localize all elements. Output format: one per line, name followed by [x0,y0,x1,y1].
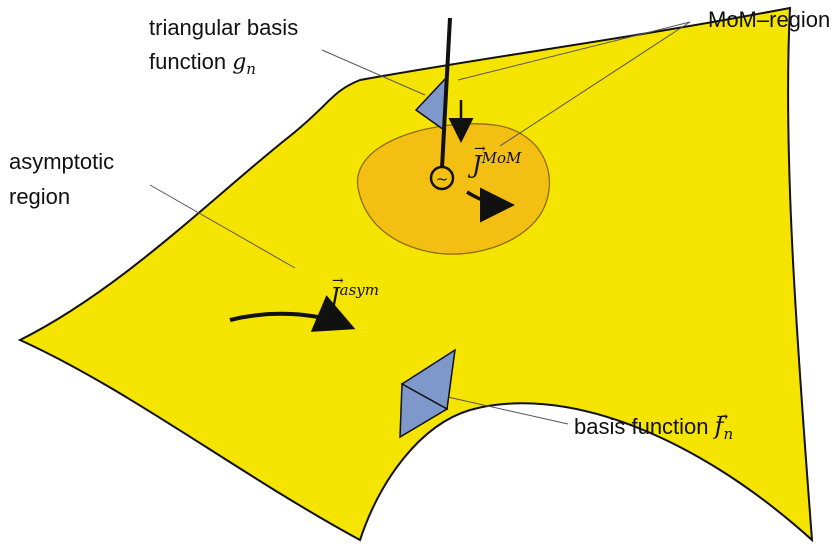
leader-line-triangular-basis [321,49,426,96]
source-circle [429,165,455,191]
label-basis-function: basis function →fn [574,409,734,448]
label-j-mom: →JMoM [472,141,522,179]
symbol-j: J [330,283,340,311]
leader-line-mom-region-2 [499,21,691,147]
symbol-j-mom-superscript: MoM [481,149,522,167]
label-mom-region: MoM–region [708,6,830,34]
vector-arrow-j-mom: → [474,141,486,157]
triangular-basis-text: triangular basis [149,15,299,40]
label-asymptotic-line1: asymptotic [9,148,114,176]
j-asym-arrow [229,295,356,332]
basis-function-triangle-lower [399,382,449,439]
leader-line-basis-function [429,392,569,425]
leader-line-mom-region-1 [457,21,691,81]
symbol-j-mom: →JMoM [472,141,522,179]
label-triangular-basis-line2: function gn [149,48,256,83]
vector-arrow-j-asym: → [332,273,344,289]
symbol-g-n: gn [232,49,256,83]
region-text: region [9,184,71,209]
asymptotic-text: asymptotic [9,149,115,174]
label-asymptotic-line2: region [9,183,70,211]
label-triangular-basis-line1: triangular basis [149,14,298,42]
mom-region-text: MoM–region [708,7,831,32]
source-symbol: ~ [436,170,449,188]
symbol-g-subscript: n [246,60,256,78]
curved-surface [17,6,814,543]
symbol-j-asym: →Jasym [330,273,379,311]
symbol-f: f [714,412,724,440]
symbol-j: J [472,151,482,179]
symbol-g: g [232,50,247,75]
label-j-asym: →Jasym [330,273,379,311]
symbol-j-asym-superscript: asym [339,281,379,299]
basis-function-text: basis function [574,414,709,439]
leader-line-asymptotic-region [149,184,296,269]
vector-arrow-f-n: → [716,409,729,425]
symbol-f-subscript: n [723,425,734,443]
j-mom-arrow [466,187,515,223]
probe-line [440,17,452,169]
symbol-f-n: →fn [714,409,734,448]
triangular-basis-function-word: function [149,49,227,74]
